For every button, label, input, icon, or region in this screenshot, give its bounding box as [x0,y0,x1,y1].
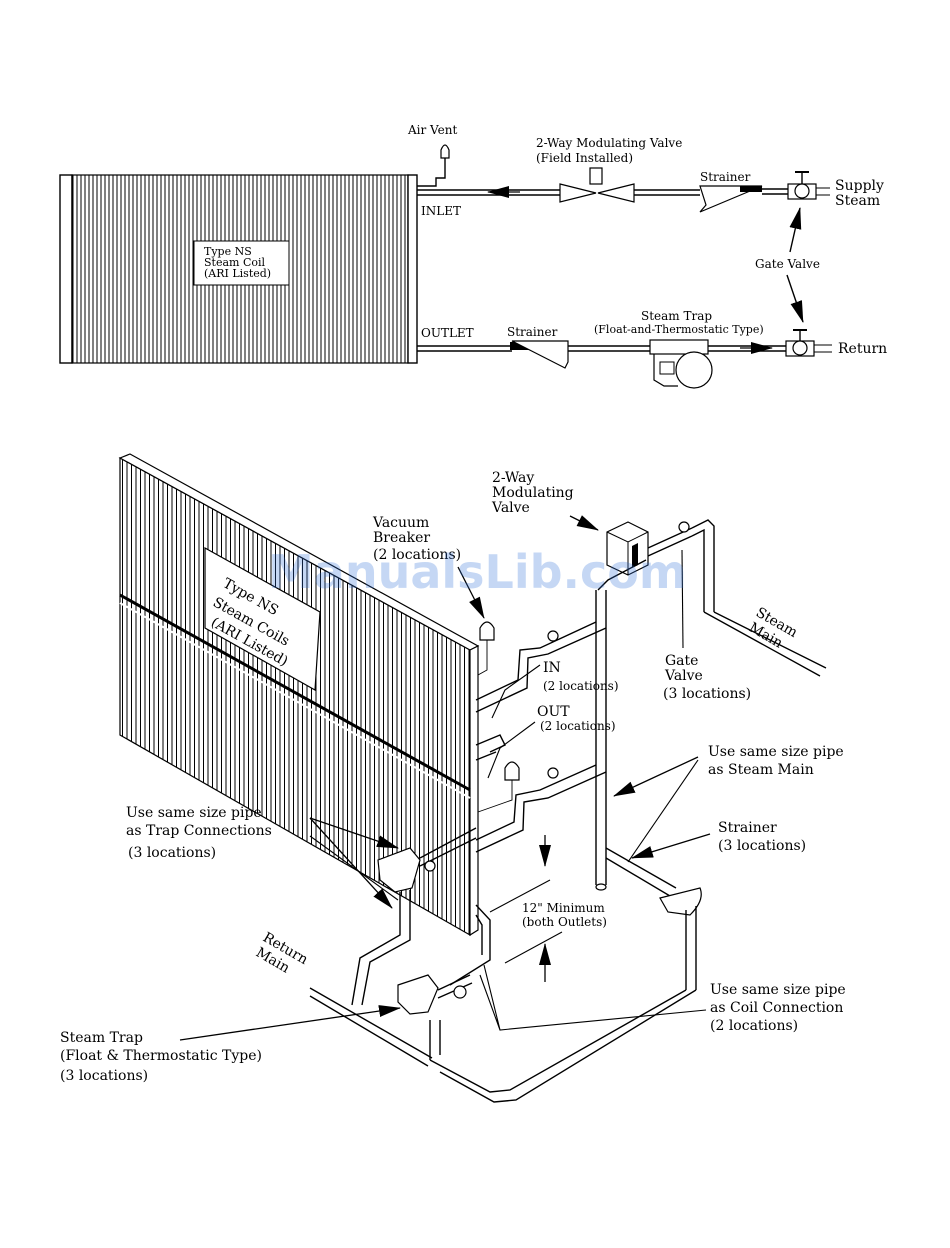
air-vent-label: Air Vent [407,123,457,137]
same-pipe-coil-label-3: (2 locations) [710,1018,798,1034]
iso-steam-trap-label-3: (3 locations) [60,1068,148,1084]
coil-label-line-1: Type NS [204,245,252,258]
supply-steam-label-2: Steam [835,193,880,209]
air-vent: Air Vent [407,123,457,187]
gate-valve-return: Return [785,329,887,357]
modulating-valve: 2-Way Modulating Valve (Field Installed) [536,136,682,203]
gate-valve-label: Gate Valve [755,257,820,271]
steam-trap-label-1: Steam Trap [641,309,712,323]
schematic: Type NS Steam Coil (ARI Listed) Air Vent… [59,123,887,389]
same-pipe-coil-label-1: Use same size pipe [710,982,846,998]
strainer-top-label: Strainer [700,170,751,184]
steam-trap-schematic: Steam Trap (Float-and-Thermostatic Type) [594,309,764,389]
iso-mod-valve-label-1: 2-Way [492,470,534,486]
same-pipe-steam-label-1: Use same size pipe [708,744,844,760]
outlet-label: OUTLET [421,326,474,340]
steam-trap-label-2: (Float-and-Thermostatic Type) [594,323,764,336]
strainer-bottom: Strainer [507,325,569,369]
iso-vacuum-breaker: Vacuum Breaker (2 locations) [372,515,520,813]
same-pipe-trap-label-3: (3 locations) [128,845,216,861]
iso-mod-valve-label-2: Modulating [492,485,574,501]
return-label: Return [838,341,887,357]
inlet-label: INLET [421,204,461,218]
iso-gate-valve-label-3: (3 locations) [663,686,751,702]
iso-steam-trap-label-2: (Float & Thermostatic Type) [60,1048,262,1064]
iso-gate-valve-label-1: Gate [665,653,698,669]
modulating-valve-label-2: (Field Installed) [536,151,633,165]
same-pipe-trap-label-2: as Trap Connections [126,823,272,839]
iso-strainers: Strainer (3 locations) [605,820,806,990]
steam-coils-isometric: Type NS Steam Coils (ARI Listed) [118,453,480,937]
strainer-label-1: Strainer [718,820,777,836]
isometric-view: Type NS Steam Coils (ARI Listed) 2-Way M… [60,453,846,1103]
iso-mod-valve-label-3: Valve [491,500,530,516]
modulating-valve-label-1: 2-Way Modulating Valve [536,136,682,150]
same-pipe-coil-label-2: as Coil Connection [710,1000,843,1016]
coil-label-line-2: Steam Coil [204,256,266,269]
vacuum-breaker-label-2: Breaker [373,530,430,546]
in-label-2: (2 locations) [543,679,619,693]
steam-coil: Type NS Steam Coil (ARI Listed) [59,174,418,364]
out-label-2: (2 locations) [540,719,616,733]
vacuum-breaker-label-1: Vacuum [372,515,429,531]
iso-steam-traps [351,827,477,1015]
coil-label-line-3: (ARI Listed) [204,267,271,280]
gate-valve-supply: Supply Steam [787,171,884,209]
iso-modulating-valve: 2-Way Modulating Valve [491,470,827,677]
out-label-1: OUT [537,704,570,720]
in-label-1: IN [543,660,561,676]
iso-gate-valve-label-2: Valve [664,668,703,684]
strainer-label-2: (3 locations) [718,838,806,854]
same-pipe-steam-label-2: as Steam Main [708,762,814,778]
minimum-label-2: (both Outlets) [522,915,607,929]
same-pipe-trap-label-1: Use same size pipe [126,805,262,821]
strainer-top: Strainer [699,170,763,213]
watermark: ManualsLib.com [268,545,687,599]
minimum-label-1: 12" Minimum [522,901,605,915]
supply-steam-label-1: Supply [835,178,884,194]
strainer-bottom-label: Strainer [507,325,558,339]
iso-steam-trap-label-1: Steam Trap [60,1030,143,1046]
vacuum-breaker-label-3: (2 locations) [373,547,461,563]
